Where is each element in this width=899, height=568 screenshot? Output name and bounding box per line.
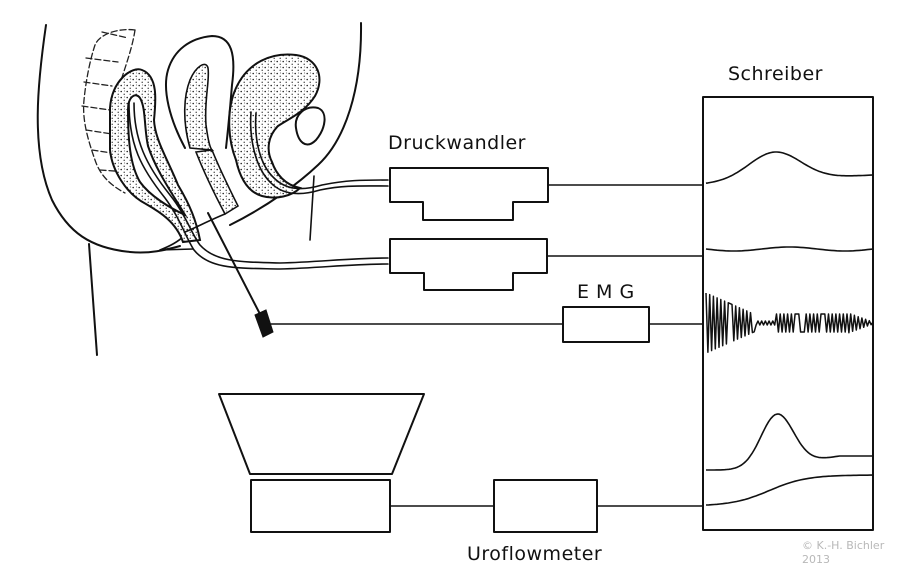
body-outline-front	[229, 22, 363, 226]
uroflowmeter-label: Uroflowmeter	[467, 543, 603, 565]
copyright-line-1: © K.-H. Bichler	[802, 539, 885, 552]
emg-needle	[207, 212, 263, 319]
bladder	[228, 53, 321, 199]
pubic-line	[309, 175, 315, 241]
uterine-cavity	[183, 63, 215, 151]
voided-volume-trace	[705, 474, 873, 506]
emg-electrode	[254, 309, 274, 338]
recorder-frame	[702, 96, 874, 531]
rectal-pressure-trace	[705, 246, 874, 252]
vagina	[194, 149, 240, 216]
pelvis-anatomy	[36, 22, 389, 356]
emg-trace	[705, 292, 874, 353]
copyright-line-2: 2013	[802, 553, 830, 566]
thigh-outline	[88, 243, 98, 356]
pressure-transducer-label: Druckwandler	[388, 132, 526, 154]
flow-sensor-scale	[250, 479, 391, 533]
pressure-transducer-1	[389, 167, 549, 221]
body-outline-back	[36, 24, 181, 254]
copyright-notice: © K.-H. Bichler 2013	[802, 539, 884, 567]
rectum	[109, 68, 202, 244]
flow-rate-trace	[706, 413, 873, 471]
emg-amplifier-box	[562, 306, 650, 343]
pressure-transducer-2	[389, 238, 548, 291]
emg-label: E M G	[577, 281, 635, 303]
bladder-pressure-trace	[705, 151, 874, 184]
uroflowmeter-box	[493, 479, 598, 533]
collection-funnel	[218, 393, 425, 475]
recorder-label: Schreiber	[728, 63, 823, 85]
symphysis-pubis	[294, 106, 326, 146]
perineum-line	[159, 248, 194, 251]
rectal-catheter	[133, 102, 389, 264]
recorder-traces	[705, 151, 874, 506]
bladder-catheter	[249, 111, 389, 195]
